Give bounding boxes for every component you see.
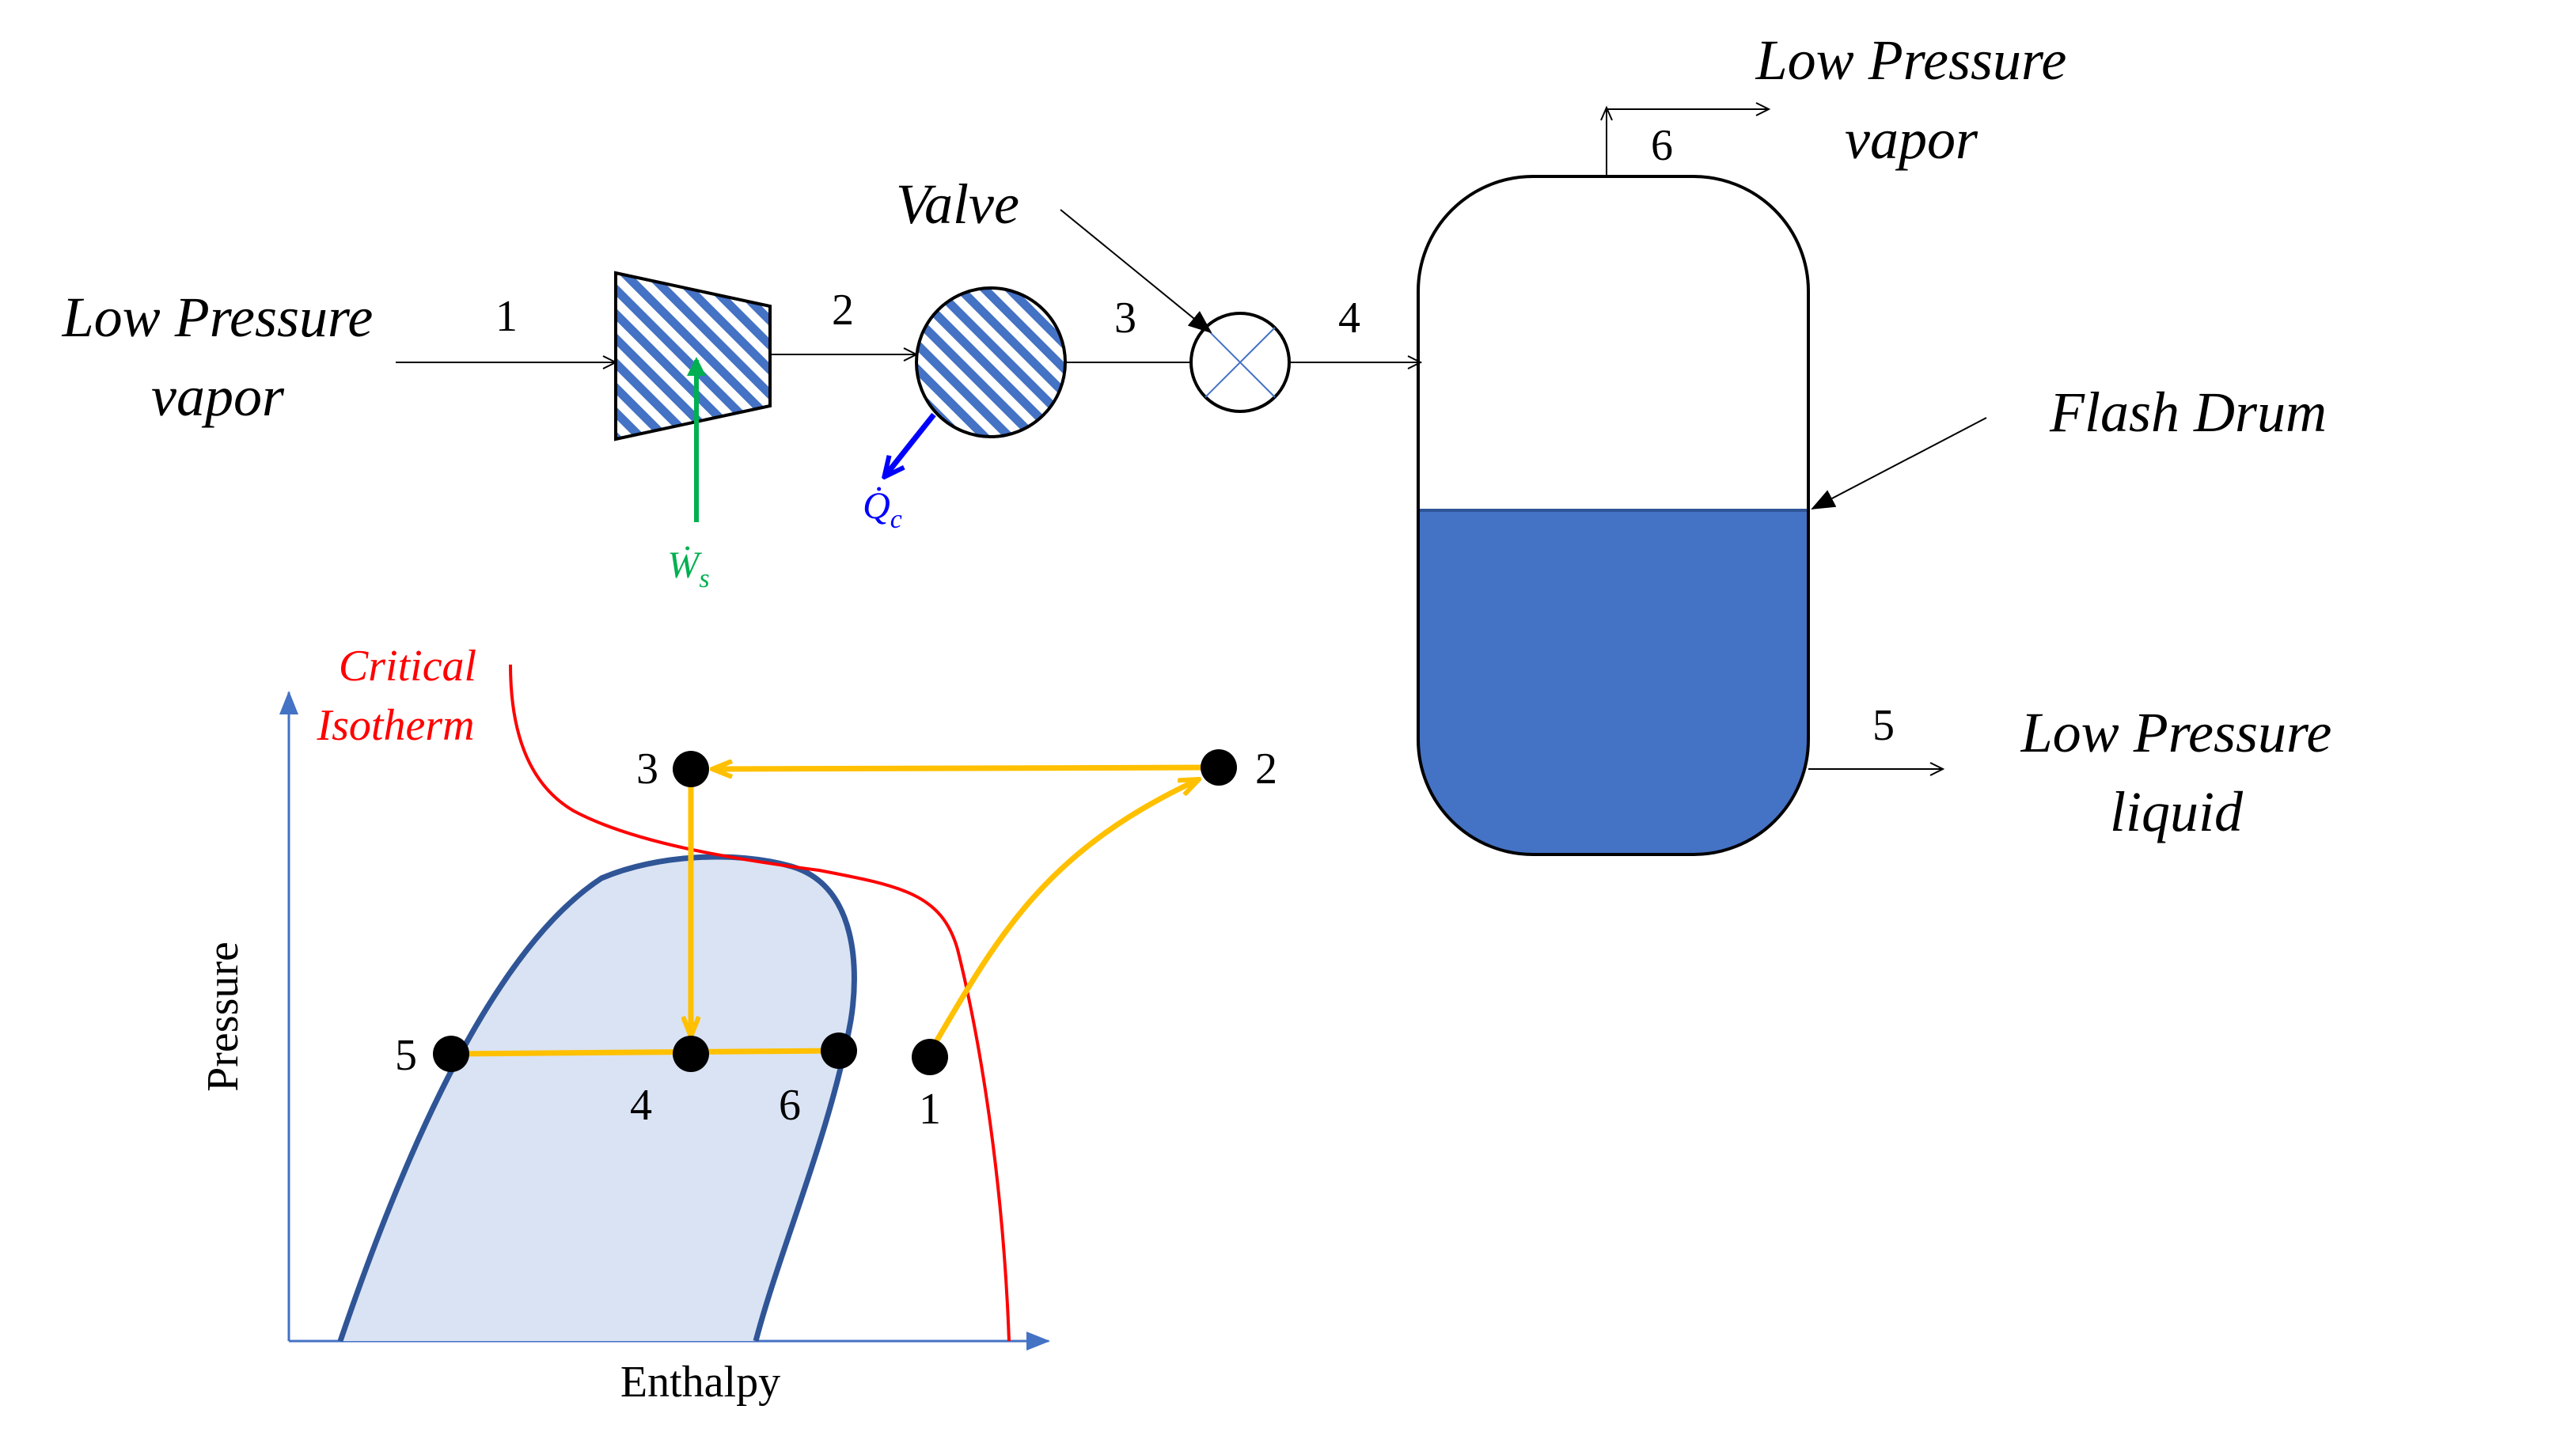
- point-6-label: 6: [779, 1081, 801, 1130]
- heat-symbol: Q̇: [863, 485, 890, 527]
- point-5-label: 5: [395, 1031, 417, 1080]
- vapor-out-line2: vapor: [1845, 108, 1978, 171]
- two-phase-dome: [337, 854, 857, 1343]
- stream-5-label: 5: [1872, 701, 1895, 750]
- stream-4-label: 4: [1338, 294, 1360, 343]
- stream-6-line: [1606, 109, 1769, 176]
- inlet-label-line1: Low Pressure: [62, 286, 374, 349]
- point-4-label: 4: [630, 1081, 652, 1130]
- path-2-to-3: [712, 767, 1218, 769]
- point-5-marker: [433, 1036, 469, 1072]
- process-flow: Low Pressure vapor 1 Ẇs 2 Q̇c 3 Valve: [62, 28, 2332, 856]
- point-3-label: 3: [636, 745, 658, 794]
- liquid-out-line1: Low Pressure: [2020, 701, 2332, 764]
- vapor-out-line1: Low Pressure: [1755, 28, 2067, 92]
- heat-label: Q̇c: [863, 485, 902, 534]
- point-4-marker: [673, 1036, 709, 1072]
- point-2-label: 2: [1255, 745, 1277, 794]
- critical-label-line2: Isotherm: [316, 701, 474, 750]
- flash-drum-pointer: [1811, 417, 1987, 510]
- compressor: [614, 271, 772, 441]
- path-1-to-2: [929, 779, 1199, 1050]
- point-1-marker: [912, 1039, 948, 1075]
- work-subscript: s: [699, 564, 709, 593]
- cooler: [915, 286, 1067, 438]
- stream-6-label: 6: [1651, 121, 1673, 170]
- critical-isotherm-curve: [509, 664, 1011, 1342]
- stream-2-label: 2: [832, 286, 854, 335]
- point-1-label: 1: [919, 1085, 941, 1134]
- critical-label-line1: Critical: [339, 642, 476, 691]
- stream-6-upward-tick: [1600, 105, 1613, 121]
- x-axis-label: Enthalpy: [620, 1358, 780, 1407]
- inlet-label-line2: vapor: [151, 365, 285, 428]
- point-3-marker: [673, 751, 709, 787]
- liquid-out-line2: liquid: [2110, 780, 2244, 843]
- y-axis-label: Pressure: [199, 942, 248, 1092]
- flash-drum: [1417, 175, 1810, 856]
- heat-arrow: [885, 412, 936, 476]
- stream-3-label: 3: [1114, 294, 1136, 343]
- point-2-marker: [1201, 749, 1237, 786]
- stream-1-label: 1: [495, 292, 518, 341]
- valve-label: Valve: [896, 172, 1019, 236]
- work-label: Ẇs: [667, 544, 709, 593]
- heat-subscript: c: [890, 505, 902, 534]
- path-5-to-6: [450, 1048, 840, 1057]
- point-6-marker: [821, 1032, 857, 1069]
- work-symbol: Ẇ: [667, 544, 702, 586]
- valve-pointer: [1060, 209, 1212, 334]
- flash-drum-label: Flash Drum: [2049, 381, 2327, 444]
- ph-diagram: Enthalpy Pressure Critical Isotherm 1 2 …: [199, 642, 1277, 1407]
